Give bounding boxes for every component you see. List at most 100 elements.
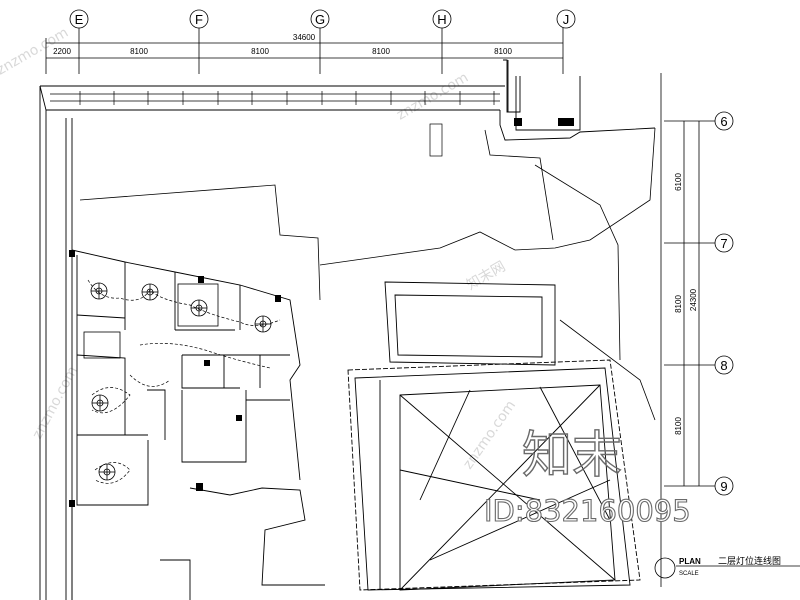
circuit-line — [91, 387, 131, 414]
grid-bubble-9 — [714, 476, 734, 496]
atrium-edge — [559, 319, 656, 421]
grid-bubble-f — [189, 9, 209, 29]
atrium-edge — [534, 164, 621, 361]
segment-dimension-text: 2200 — [53, 47, 71, 56]
skylight-beam — [399, 394, 616, 581]
office-block — [71, 249, 325, 600]
downlight-fixture — [91, 394, 109, 412]
lobby-wall — [160, 559, 191, 600]
segment-dimension-text: 8100 — [674, 417, 683, 435]
skylight-beam — [399, 384, 601, 591]
skylight-beam — [399, 469, 541, 501]
downlight-fixture — [98, 463, 116, 481]
column-marker — [236, 415, 242, 421]
grid-bubble-7 — [714, 233, 734, 253]
watermark-logo: 知末 — [522, 426, 622, 484]
downlight-fixture — [254, 315, 272, 333]
lobby-wall — [189, 487, 325, 586]
furniture-block — [83, 331, 121, 359]
column-marker — [69, 500, 75, 507]
faint-watermark-layer: znzmo.com znzmo.com 知末网 znzmo.com znzmo.… — [0, 25, 519, 473]
column-markers — [69, 118, 574, 507]
grid-bubble-6 — [714, 111, 734, 131]
grid-label-f: F — [195, 12, 203, 27]
light-fixtures — [83, 282, 272, 481]
downlight-fixture — [190, 299, 208, 317]
grid-label-6: 6 — [720, 114, 727, 129]
skylight-frame-inner — [394, 294, 543, 358]
circuit-line — [94, 462, 131, 484]
partition — [181, 355, 240, 389]
grid-label-9: 9 — [720, 479, 727, 494]
circuit-line — [129, 374, 171, 387]
atrium-edge — [79, 184, 321, 301]
faint-watermark-site: znzmo.com — [394, 70, 471, 124]
grid-label-j: J — [563, 12, 570, 27]
grid-bubble-j — [556, 9, 576, 29]
office-left-wall — [76, 255, 149, 506]
downlight-fixture — [141, 283, 159, 301]
plan-label: PLAN — [679, 557, 701, 566]
segment-dimension-text: 6100 — [674, 173, 683, 191]
grid-bubble-8 — [714, 355, 734, 375]
room-wall — [181, 390, 247, 463]
skylight-beam — [539, 386, 611, 521]
top-grid-axis — [45, 9, 576, 74]
skylight-structure — [347, 281, 641, 591]
partition — [76, 354, 126, 435]
light-box-outline — [177, 283, 219, 327]
faint-watermark-site: znzmo.com — [29, 364, 81, 442]
grid-bubble-e — [69, 9, 89, 29]
atrium-outline — [79, 127, 656, 421]
plan-bubble — [654, 557, 676, 579]
column-marker — [69, 250, 75, 257]
column-marker — [196, 483, 203, 491]
grid-label-g: G — [315, 12, 325, 27]
atrium-edge — [319, 127, 656, 266]
partition — [147, 389, 166, 440]
corridor-railing — [50, 91, 500, 157]
grid-bubble-h — [432, 9, 452, 29]
drawing-title: 二层灯位连线图 — [718, 555, 781, 566]
skylight-frame-outer — [384, 281, 556, 366]
grid-label-8: 8 — [720, 358, 727, 373]
column-marker — [275, 295, 281, 302]
corridor-end-wall — [499, 110, 656, 141]
skylight-frame — [354, 367, 631, 591]
segment-dimension-text: 8100 — [251, 47, 269, 56]
column-marker — [558, 118, 574, 126]
scale-label: SCALE — [679, 571, 699, 577]
partition — [76, 314, 126, 319]
skylight-beam — [429, 479, 611, 561]
grid-label-h: H — [437, 12, 446, 27]
segment-dimension-text: 8100 — [494, 47, 512, 56]
segment-dimension-text: 8100 — [674, 295, 683, 313]
overall-dimension-text: 34600 — [293, 33, 316, 42]
grid-bubble-g — [310, 9, 330, 29]
skylight-dashed-outline — [347, 359, 641, 591]
atrium-edge — [484, 129, 554, 241]
right-grid-axis — [660, 73, 734, 587]
segment-dimension-text: 8100 — [130, 47, 148, 56]
skylight-beam — [419, 389, 471, 501]
downlight-fixture — [90, 282, 108, 300]
top-grid-labels: E F G H J 34600 2200 8100 8100 8100 8100 — [53, 12, 569, 56]
watermark: 知末 ID:832160095 — [483, 425, 691, 528]
title-block: PLAN SCALE 二层灯位连线图 — [654, 555, 800, 579]
faint-watermark-brand: 知末网 — [464, 258, 509, 294]
grid-label-7: 7 — [720, 236, 727, 251]
column-marker — [198, 276, 204, 283]
overall-dimension-text: 24300 — [689, 288, 698, 311]
right-grid-labels: 6 7 8 9 6100 8100 8100 24300 — [674, 114, 728, 494]
segment-dimension-text: 8100 — [372, 47, 390, 56]
circuit-line — [87, 279, 281, 326]
stair-wall — [515, 76, 581, 131]
faint-watermark-site: znzmo.com — [460, 398, 519, 473]
column-marker — [514, 118, 522, 126]
column-box — [429, 123, 443, 157]
corridor-wall — [503, 59, 521, 113]
light-circuits — [87, 279, 281, 484]
wall-joint — [39, 85, 47, 111]
watermark-id: ID:832160095 — [484, 494, 691, 528]
